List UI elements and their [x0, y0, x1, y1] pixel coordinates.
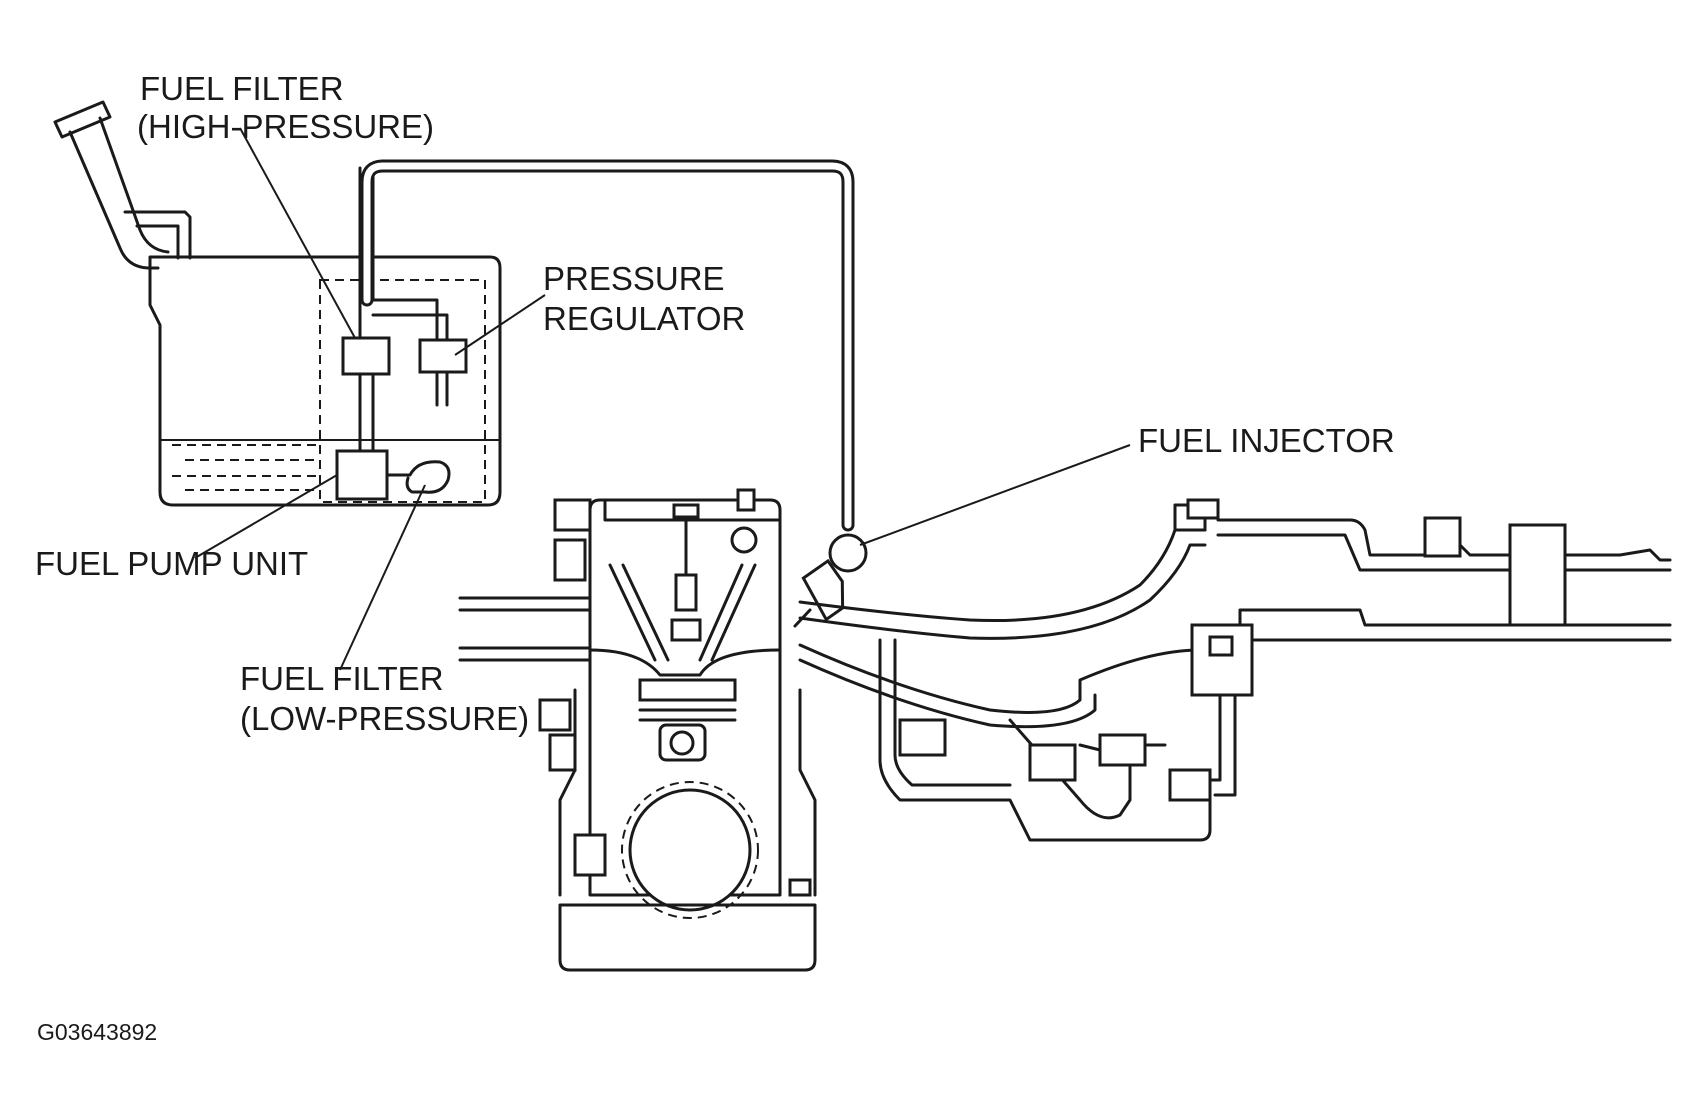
fuel-tank — [53, 100, 502, 507]
high-pressure-fuel-line — [360, 159, 855, 532]
engine — [458, 488, 817, 972]
leader-lines — [194, 127, 1131, 671]
label-pressure-regulator: PRESSURE — [543, 260, 725, 297]
label-fuel-filter-low-sub: (LOW-PRESSURE) — [240, 700, 529, 737]
fuel-injector — [793, 533, 868, 628]
figure-code: G03643892 — [37, 1019, 157, 1045]
label-pressure-regulator-sub: REGULATOR — [543, 300, 745, 337]
label-fuel-filter-high-sub: (HIGH-PRESSURE) — [137, 108, 434, 145]
label-fuel-pump-unit: FUEL PUMP UNIT — [35, 545, 308, 582]
exhaust-system — [798, 498, 1672, 842]
label-fuel-filter-low: FUEL FILTER — [240, 660, 444, 697]
label-fuel-injector: FUEL INJECTOR — [1138, 422, 1395, 459]
label-fuel-filter-high: FUEL FILTER — [140, 70, 344, 107]
